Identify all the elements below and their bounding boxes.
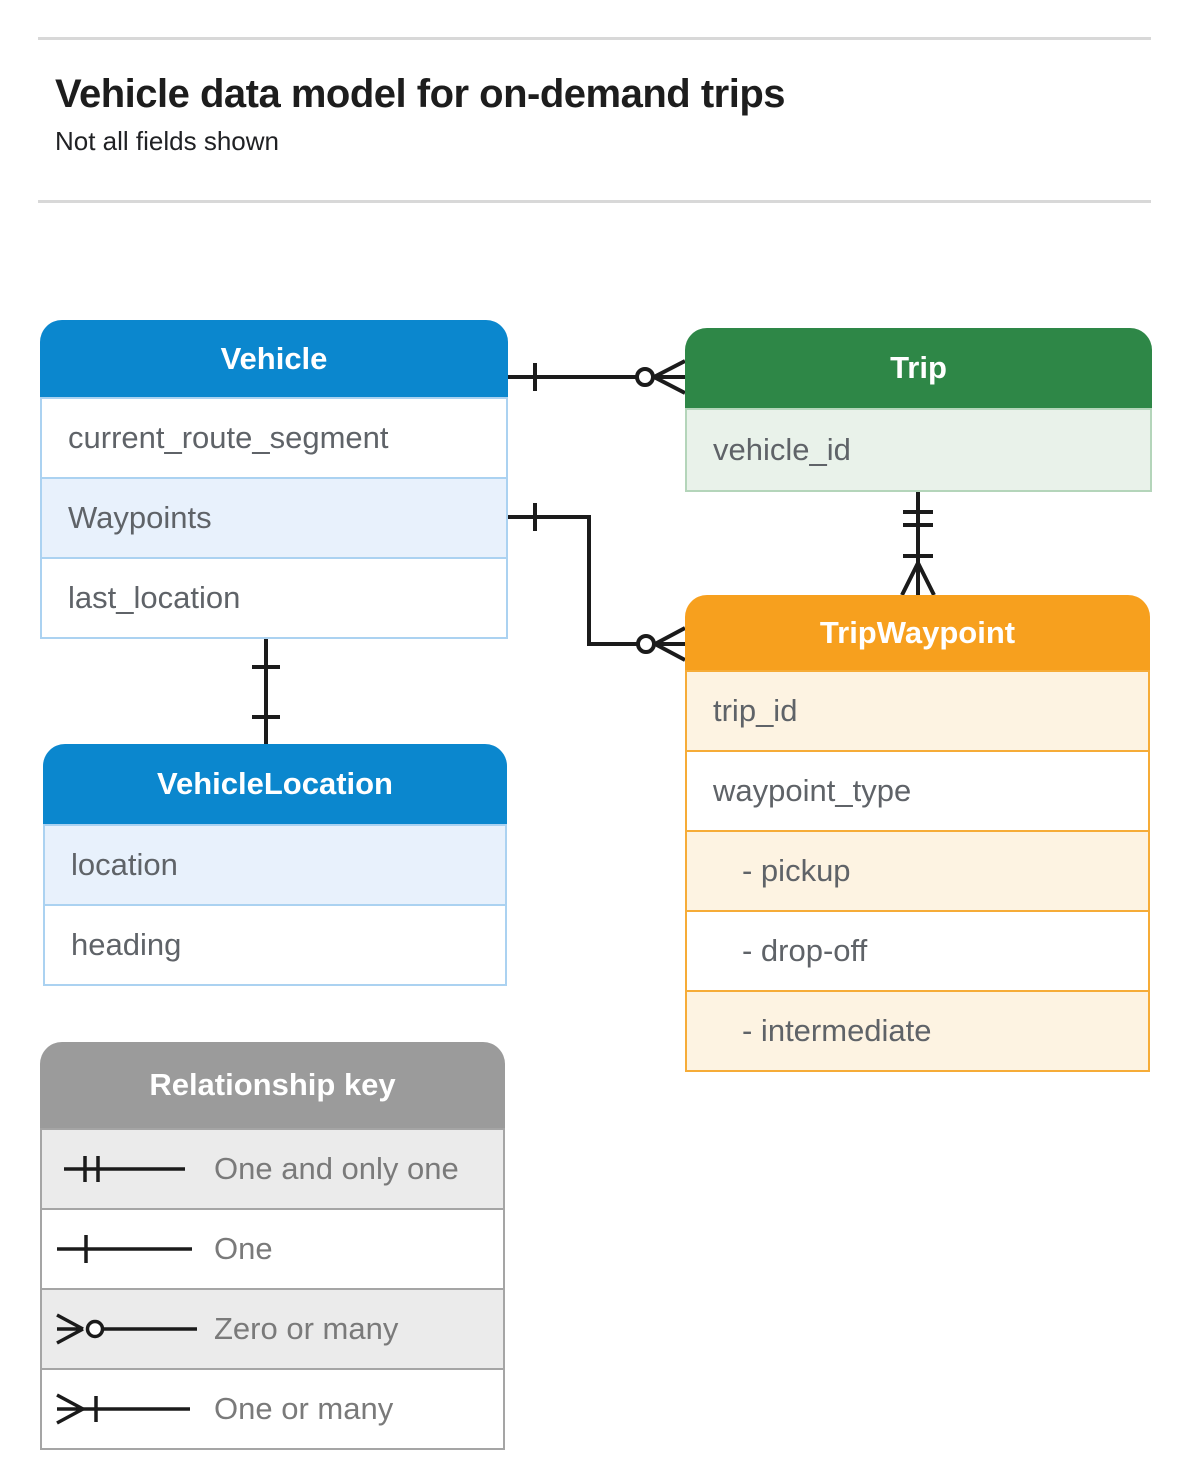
entity-trip: Trip vehicle_id	[685, 328, 1152, 492]
relationship-key-title: Relationship key	[40, 1042, 505, 1128]
legend-label: One	[214, 1231, 273, 1266]
field-waypoint-type: waypoint_type	[687, 752, 1148, 832]
field-waypoints: Waypoints	[42, 479, 506, 559]
relationship-key: Relationship key One and only one One Ze…	[40, 1042, 505, 1450]
entity-vehicle-title: Vehicle	[40, 320, 508, 397]
title-block: Vehicle data model for on-demand trips N…	[55, 72, 786, 157]
entity-trip-waypoint: TripWaypoint trip_id waypoint_type - pic…	[685, 595, 1150, 1072]
entity-vehicle-location-title: VehicleLocation	[43, 744, 507, 824]
one-or-many-icon	[56, 1393, 190, 1425]
field-current-route-segment: current_route_segment	[42, 399, 506, 479]
one-and-only-one-icon	[64, 1156, 185, 1182]
legend-label: Zero or many	[214, 1311, 399, 1346]
entity-vehicle: Vehicle current_route_segment Waypoints …	[40, 320, 508, 639]
connector-trip-tripwaypoint	[900, 490, 936, 596]
legend-item-one-or-many: One or many	[42, 1370, 503, 1448]
connector-vehicle-trip	[508, 359, 686, 395]
page-title: Vehicle data model for on-demand trips	[55, 72, 786, 116]
field-waypoint-type-drop-off: - drop-off	[687, 912, 1148, 992]
legend-item-zero-or-many: Zero or many	[42, 1290, 503, 1370]
connector-waypoints-tripwaypoint	[508, 503, 686, 662]
entity-vehicle-location: VehicleLocation location heading	[43, 744, 507, 986]
top-divider	[38, 37, 1151, 40]
field-location: location	[45, 826, 505, 906]
field-vehicle-id: vehicle_id	[687, 410, 1150, 490]
connector-vehicle-vehiclelocation	[252, 637, 280, 744]
field-trip-id: trip_id	[687, 672, 1148, 752]
entity-trip-waypoint-title: TripWaypoint	[685, 595, 1150, 670]
field-waypoint-type-intermediate: - intermediate	[687, 992, 1148, 1070]
field-last-location: last_location	[42, 559, 506, 637]
legend-item-one-and-only-one: One and only one	[42, 1130, 503, 1210]
page-subtitle: Not all fields shown	[55, 126, 279, 156]
legend-label: One or many	[214, 1391, 394, 1426]
field-waypoint-type-pickup: - pickup	[687, 832, 1148, 912]
header-divider	[38, 200, 1151, 203]
field-heading: heading	[45, 906, 505, 984]
one-icon	[57, 1235, 192, 1263]
legend-item-one: One	[42, 1210, 503, 1290]
entity-trip-title: Trip	[685, 328, 1152, 408]
zero-or-many-icon	[56, 1313, 197, 1345]
legend-label: One and only one	[214, 1151, 459, 1186]
